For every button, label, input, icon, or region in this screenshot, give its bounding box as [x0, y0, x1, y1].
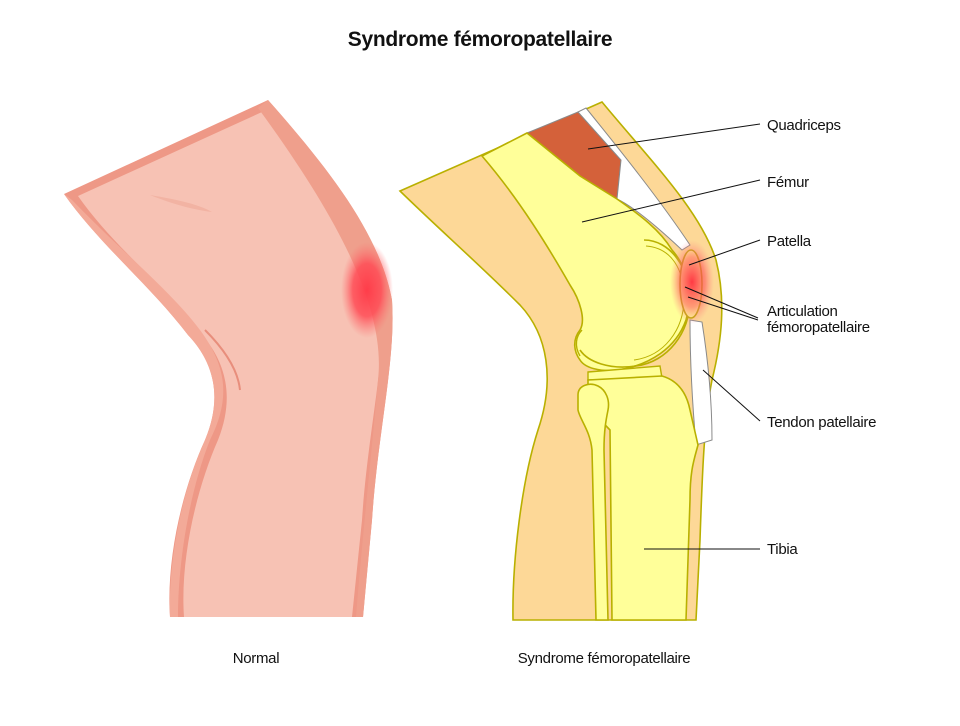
femur-contour	[575, 329, 583, 357]
femur-bone	[480, 132, 690, 372]
leader-tendon	[702, 369, 761, 422]
patellar-tendon	[689, 319, 713, 446]
caption-syndrome: Syndrome fémoropatellaire	[517, 650, 691, 667]
normal-knee-pain-spot	[341, 242, 393, 338]
labels: Quadriceps Fémur Patella Articulation fé…	[767, 117, 876, 558]
leader-articulation-b	[687, 296, 759, 321]
diagram-title: Syndrome fémoropatellaire	[347, 28, 613, 51]
label-tendon: Tendon patellaire	[767, 414, 876, 431]
leader-patella	[688, 239, 761, 266]
caption-normal: Normal	[232, 650, 280, 667]
leader-articulation-a	[684, 286, 759, 319]
label-femur: Fémur	[767, 174, 809, 191]
label-quadriceps: Quadriceps	[767, 117, 841, 134]
patella-pain-spot	[670, 240, 714, 324]
label-articulation-line2: fémoropatellaire	[767, 319, 870, 336]
syndrome-knee	[398, 101, 723, 621]
normal-knee	[64, 100, 393, 617]
label-patella: Patella	[767, 233, 812, 250]
normal-leg-skin	[78, 112, 383, 617]
leader-lines	[581, 123, 761, 550]
normal-leg-crease	[150, 195, 212, 212]
normal-leg-shade-2	[258, 100, 393, 617]
leader-femur	[581, 179, 761, 223]
normal-leg-crease-2	[204, 329, 241, 391]
fibula-bone	[577, 383, 610, 621]
leader-quadriceps	[587, 123, 761, 150]
label-articulation-line1: Articulation	[767, 303, 838, 320]
normal-leg-shade-1	[64, 194, 224, 617]
label-tibia: Tibia	[767, 541, 798, 558]
